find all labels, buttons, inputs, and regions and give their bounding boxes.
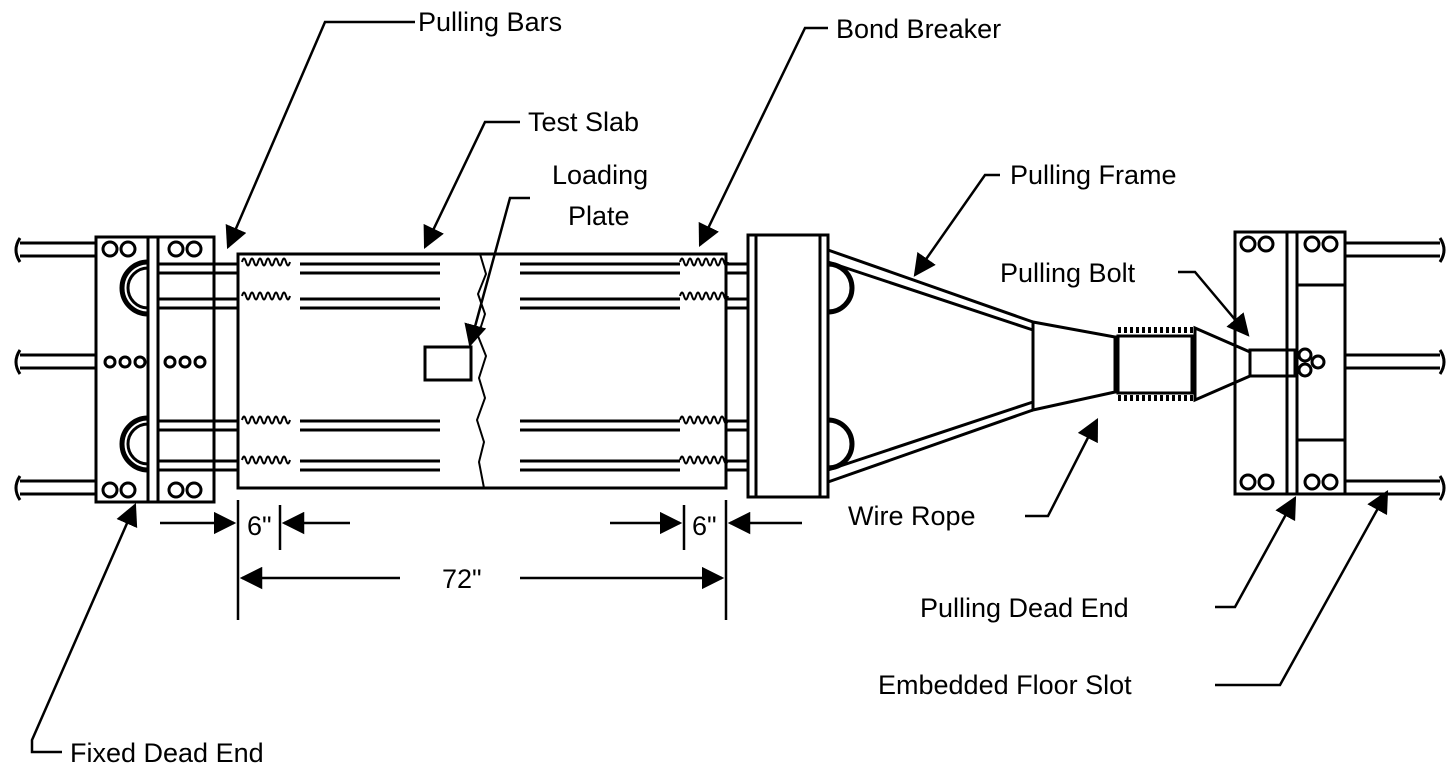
label-pulling-bars: Pulling Bars [418, 7, 562, 37]
pulling-bolt [1248, 347, 1326, 378]
fixed-dead-end [94, 235, 216, 504]
label-test-slab: Test Slab [528, 107, 639, 137]
leader-lines [30, 20, 1389, 754]
dimension-right-gap: 6" [692, 511, 717, 541]
dimension-lines [160, 500, 802, 620]
pulling-frame [746, 233, 1252, 499]
floor-slot-rails-right [1345, 237, 1446, 501]
label-pulling-dead-end: Pulling Dead End [920, 593, 1129, 623]
dimension-slab-length: 72" [442, 564, 482, 594]
label-bond-breaker: Bond Breaker [836, 14, 1001, 44]
test-slab [236, 252, 729, 490]
label-loading-plate-line2: Plate [568, 201, 630, 231]
pulling-dead-end [1233, 230, 1347, 496]
label-pulling-bolt: Pulling Bolt [1000, 258, 1136, 288]
label-embedded-floor-slot: Embedded Floor Slot [878, 670, 1132, 700]
loading-plate [423, 345, 473, 382]
dimension-left-gap: 6" [247, 511, 272, 541]
label-pulling-frame: Pulling Frame [1010, 160, 1177, 190]
floor-slot-rails-left [14, 237, 96, 501]
label-fixed-dead-end: Fixed Dead End [70, 738, 264, 768]
label-loading-plate-line1: Loading [552, 160, 648, 190]
label-wire-rope: Wire Rope [848, 501, 976, 531]
